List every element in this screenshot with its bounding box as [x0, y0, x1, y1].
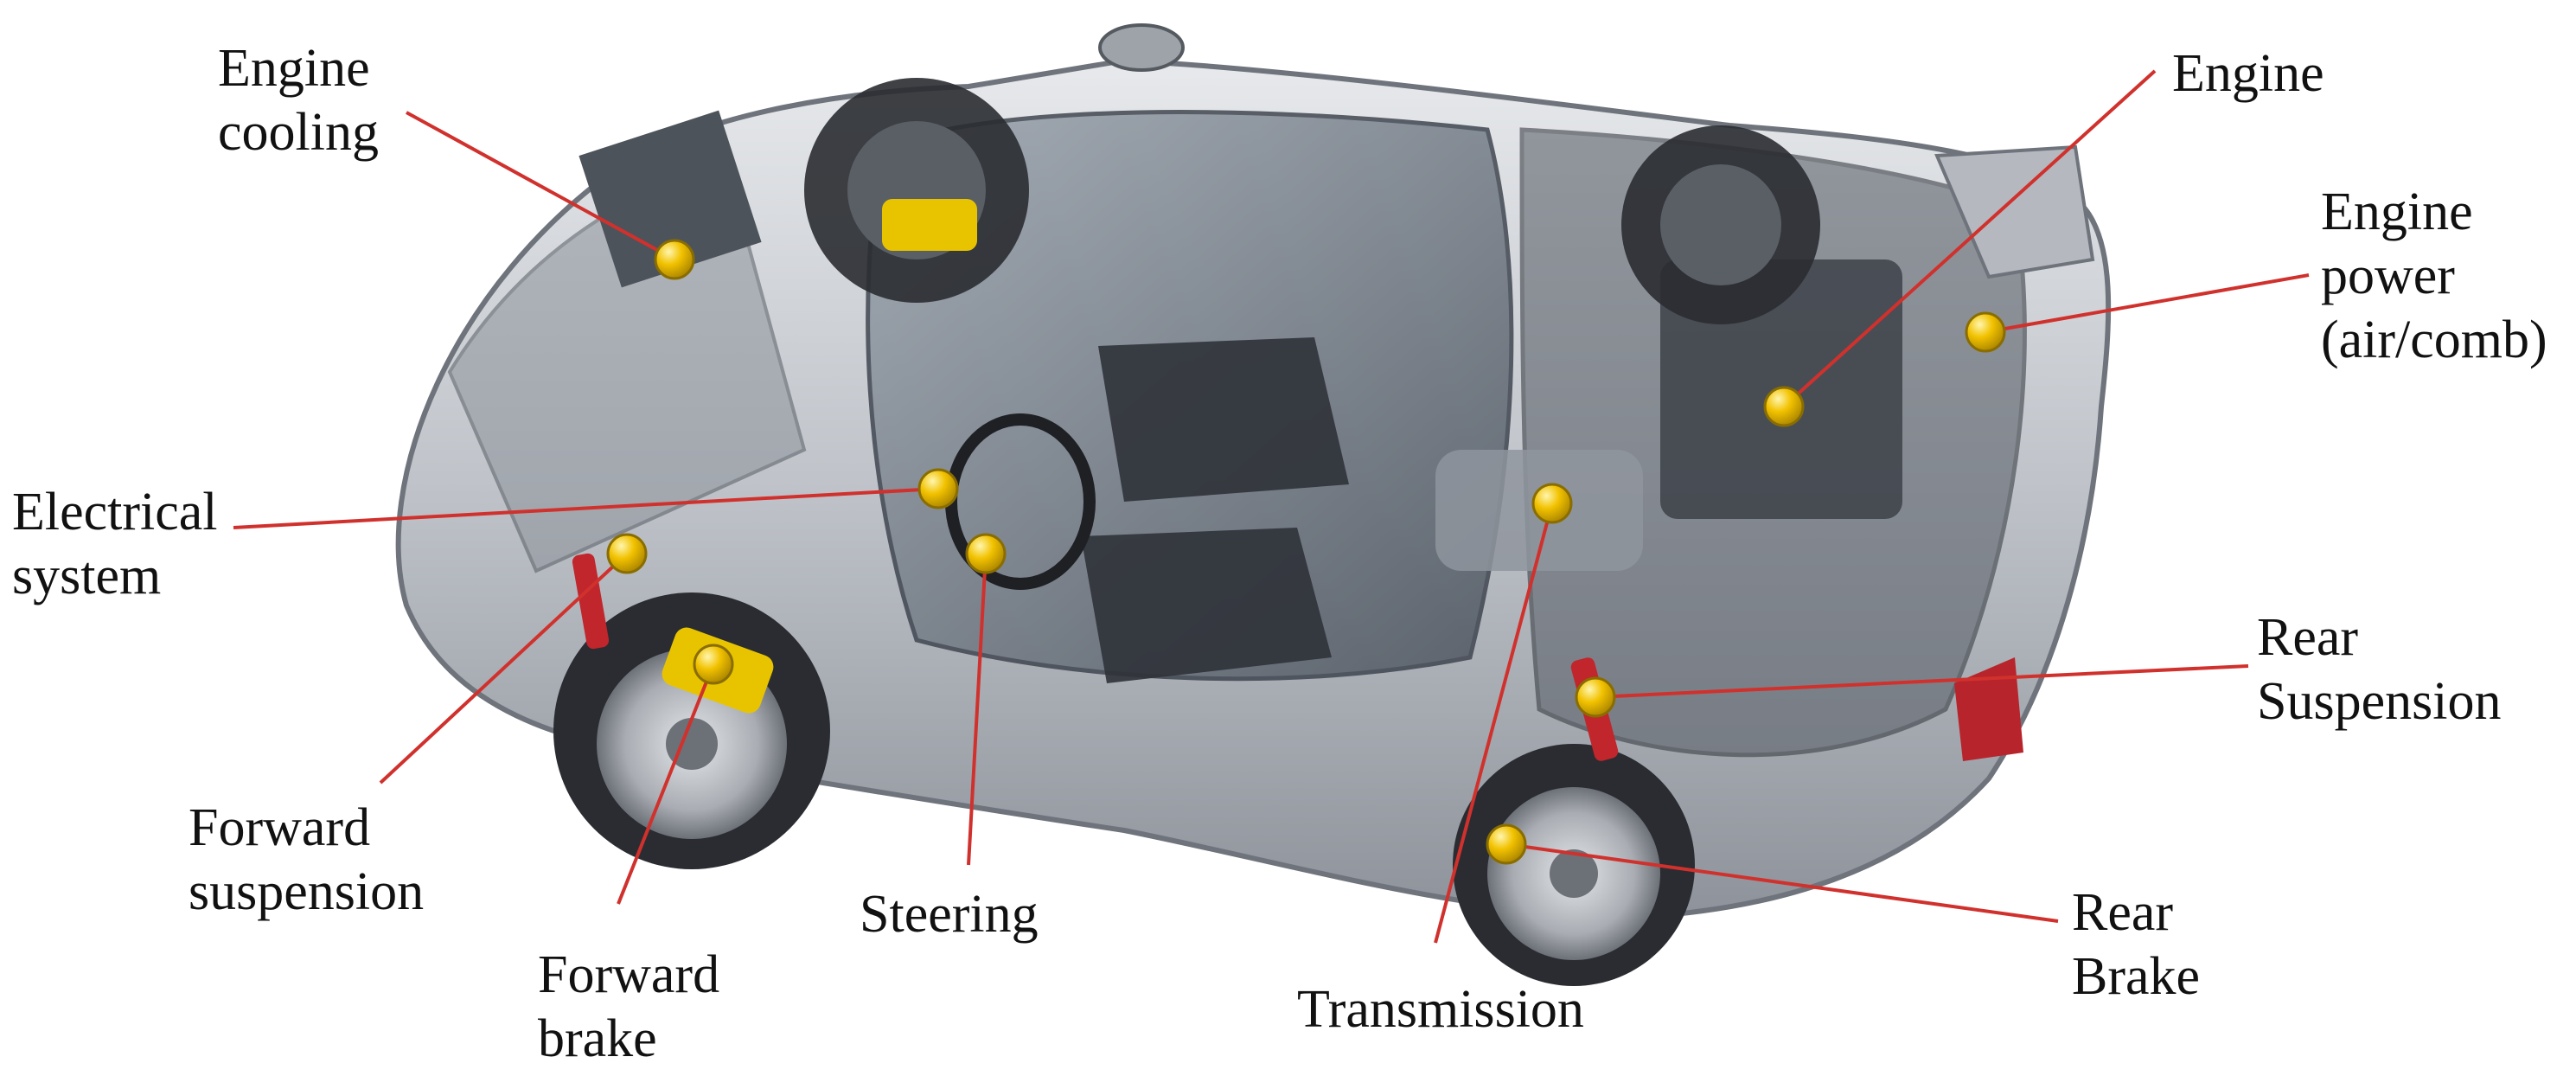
label-line: Engine [218, 39, 370, 98]
front-shock-absorber [572, 553, 610, 650]
label-engine: Engine [2172, 42, 2324, 106]
label-line: Transmission [1297, 980, 1584, 1039]
label-transmission: Transmission [1297, 977, 1584, 1041]
label-forward-brake: Forward brake [538, 943, 719, 1071]
leader-line-electrical-system [233, 487, 939, 529]
label-line: Forward [189, 798, 371, 857]
driver-seat [1098, 337, 1349, 502]
label-line: Suspension [2257, 672, 2502, 731]
label-line: (air/comb) [2321, 311, 2547, 369]
label-electrical-system: Electrical system [12, 480, 218, 608]
side-mirror [1098, 23, 1185, 72]
label-line: Electrical [12, 483, 218, 541]
marker-engine [1763, 386, 1805, 427]
label-line: Engine [2172, 44, 2324, 103]
rear-top-wheel [1621, 125, 1820, 324]
leader-line-transmission [1434, 503, 1554, 944]
label-rear-suspension: Rear Suspension [2257, 605, 2501, 733]
marker-forward-suspension [606, 533, 648, 574]
leader-line-forward-brake [617, 663, 715, 905]
label-engine-cooling: Engine cooling [218, 36, 379, 164]
tail-light [1954, 657, 2023, 761]
marker-engine-cooling [654, 239, 695, 280]
rear-wheel [1453, 744, 1695, 986]
label-line: Rear [2257, 608, 2359, 667]
leader-line-steering [967, 553, 988, 866]
marker-engine-power [1965, 311, 2006, 353]
label-line: Engine [2321, 183, 2473, 241]
label-line: Brake [2072, 947, 2201, 1006]
label-line: Steering [860, 885, 1039, 944]
label-engine-power: Engine power (air/comb) [2321, 180, 2547, 372]
leader-line-forward-suspension [379, 552, 629, 785]
label-line: Forward [538, 945, 720, 1004]
leader-line-rear-brake [1505, 842, 2059, 923]
label-line: cooling [218, 103, 379, 162]
front-top-brake-caliper [882, 199, 977, 251]
label-steering: Steering [860, 882, 1039, 946]
leader-line-engine-power [1985, 273, 2310, 334]
leader-line-rear-suspension [1595, 664, 2249, 699]
leader-line-engine-cooling [406, 111, 675, 261]
passenger-seat [1081, 528, 1332, 683]
radiator [578, 110, 762, 288]
marker-forward-brake [693, 644, 734, 685]
marker-rear-brake [1486, 823, 1527, 865]
marker-electrical-system [917, 468, 959, 509]
label-line: brake [538, 1009, 657, 1068]
label-rear-brake: Rear Brake [2072, 881, 2200, 1009]
label-line: suspension [189, 862, 425, 921]
marker-steering [965, 533, 1007, 574]
label-line: system [12, 547, 162, 605]
marker-transmission [1531, 483, 1573, 524]
label-forward-suspension: Forward suspension [189, 796, 424, 924]
label-line: power [2321, 247, 2455, 305]
label-line: Rear [2072, 883, 2174, 942]
leader-line-engine [1782, 69, 2157, 408]
marker-rear-suspension [1575, 676, 1616, 718]
